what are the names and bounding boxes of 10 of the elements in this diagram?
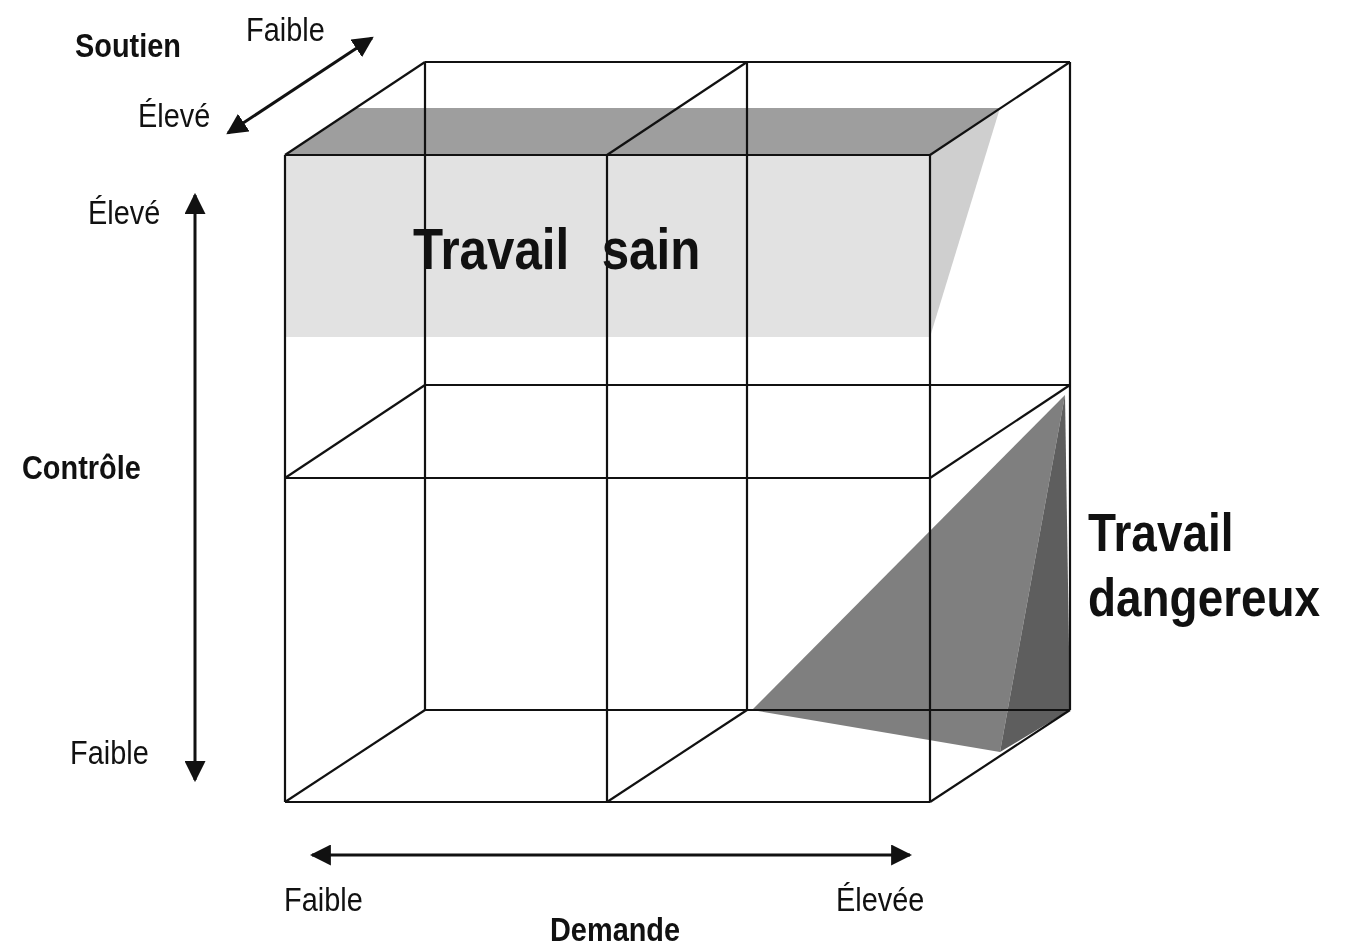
axis-label: Élevée [836,882,925,916]
axis-label: Élevé [138,98,211,132]
axis-title: Soutien [75,28,181,62]
axis-label: Élevé [88,195,161,229]
wedge-label: Travail dangereux [1088,501,1322,629]
axis-label: Faible [70,735,149,769]
axis-label: Faible [284,882,363,916]
axis-title: Contrôle [22,450,141,484]
axis-title: Demande [550,912,681,944]
axis-label: Faible [246,12,325,46]
